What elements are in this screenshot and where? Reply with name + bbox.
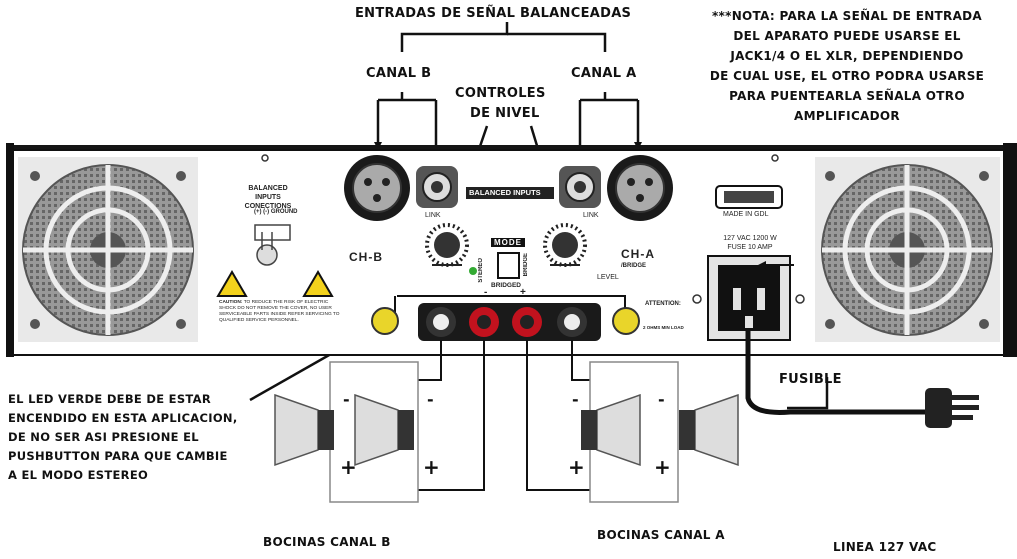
led-note-line: ENCENDIDO EN ESTA APLICACION,	[8, 411, 238, 425]
speaker-minus: -	[658, 390, 665, 409]
warning-icon	[216, 270, 334, 297]
fusible-label: FUSIBLE	[779, 372, 842, 387]
speaker-minus: -	[343, 390, 350, 409]
speaker-outputs	[371, 295, 640, 341]
ch-a-bridge-label: /BRIDGE	[621, 263, 647, 269]
speaker-cabinet-b	[274, 361, 419, 503]
minus-b-label: -	[484, 287, 488, 298]
ohms-label: 2 OHMS MIN LOAD	[643, 325, 684, 330]
attention-label: ATTENTION:	[645, 301, 681, 307]
ch-b-label: CH-B	[349, 250, 383, 264]
note-block: ***NOTA: PARA LA SEÑAL DE ENTRADA DEL AP…	[682, 6, 1012, 126]
speaker-minus: -	[427, 390, 434, 409]
speaker-plus: +	[654, 455, 672, 479]
level-knob-a	[543, 223, 587, 267]
plus-a-label: +	[520, 287, 526, 298]
led-note-line: DE NO SER ASI PRESIONE EL	[8, 430, 199, 444]
balanced-inputs-badge-text: BALANCED INPUTS	[469, 188, 541, 197]
note-line: PARA PUENTEARLA SEÑALA OTRO	[729, 89, 965, 103]
speaker-plus: +	[340, 455, 358, 479]
right-fan	[815, 157, 1000, 342]
canal-a-label: CANAL A	[571, 66, 637, 81]
speaker-plus: +	[423, 455, 441, 479]
stereo-led	[469, 267, 477, 275]
canal-b-label: CANAL B	[366, 66, 432, 81]
made-in-label: MADE IN GDL	[723, 211, 769, 218]
connections-line: CONECTIONS	[244, 203, 292, 210]
note-line: DEL APARATO PUEDE USARSE EL	[733, 29, 961, 43]
power-line: 127 VAC 1200 W	[723, 235, 777, 242]
left-fan	[18, 157, 198, 342]
xlr-input-a	[607, 155, 673, 221]
power-rating: 127 VAC 1200 W FUSE 10 AMP	[716, 234, 784, 252]
plug-icon	[925, 388, 979, 428]
led-note-line: A EL MODO ESTEREO	[8, 468, 149, 482]
note-line: ***NOTA: PARA LA SEÑAL DE ENTRADA	[711, 9, 983, 23]
bocinas-a-label: BOCINAS CANAL A	[597, 528, 725, 542]
level-knob-b	[425, 223, 469, 267]
speaker-wiring	[418, 340, 590, 491]
caution-bold: CAUTION:	[219, 300, 243, 305]
connections-title: BALANCED INPUTS CONECTIONS	[236, 184, 300, 211]
link-b-label: LINK	[425, 212, 441, 219]
balanced-inputs-title: ENTRADAS DE SEÑAL BALANCEADAS	[355, 6, 632, 21]
note-line: JACK1/4 O EL XLR, DEPENDIENDO	[730, 49, 964, 63]
linea-label: LINEA 127 VAC	[833, 540, 937, 554]
power-line: FUSE 10 AMP	[727, 244, 773, 251]
jack-input-a	[559, 166, 601, 208]
jack-input-b	[416, 166, 458, 208]
note-line: DE CUAL USE, EL OTRO PODRA USARSE	[709, 69, 985, 83]
ch-a-label: CH-A	[621, 247, 655, 261]
connections-diagram	[254, 224, 291, 266]
bocinas-b-label: BOCINAS CANAL B	[263, 535, 391, 549]
stereo-label: STEREO	[478, 258, 484, 283]
speaker-plus: +	[568, 455, 586, 479]
speaker-minus: -	[572, 390, 579, 409]
connections-line: BALANCED INPUTS	[248, 185, 288, 201]
link-a-label: LINK	[583, 212, 599, 219]
mode-pushbutton	[497, 252, 520, 279]
bridge-label: BRIDGE	[523, 253, 529, 277]
led-note-line: EL LED VERDE DEBE DE ESTAR	[8, 392, 212, 406]
power-cord	[745, 330, 940, 415]
pin-labels: (+) (-) GROUND	[254, 209, 298, 215]
bridged-label: BRIDGED	[491, 282, 521, 289]
led-note-line: PUSHBUTTON PARA QUE CAMBIE	[8, 449, 228, 463]
controles-label: CONTROLES	[455, 86, 546, 101]
level-label: LEVEL	[597, 274, 619, 281]
caution-body: TO REDUCE THE RISK OF ELECTRIC SHOCK DO …	[219, 300, 340, 323]
caution-text: CAUTION: TO REDUCE THE RISK OF ELECTRIC …	[219, 300, 341, 324]
xlr-input-b	[344, 155, 410, 221]
power-inlet	[707, 255, 794, 341]
speaker-cabinet-a	[581, 361, 739, 503]
balanced-inputs-badge	[466, 187, 554, 199]
led-note-block: EL LED VERDE DEBE DE ESTAR ENCENDIDO EN …	[8, 390, 278, 485]
nivel-label: DE NIVEL	[470, 106, 540, 121]
note-line: AMPLIFICADOR	[794, 109, 900, 123]
mode-label: MODE	[491, 238, 525, 247]
